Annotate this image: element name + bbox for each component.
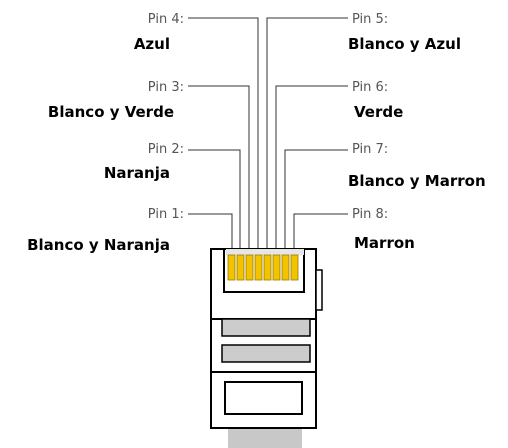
contact-pin-7 [281,254,290,281]
lead-line-pin-6 [275,85,348,255]
plug-latch [315,269,323,311]
pin-4-color: Azul [134,35,170,53]
lead-line-pin-3 [188,85,250,255]
pin-3-label: Pin 3: [148,80,184,95]
pin-2-color: Naranja [104,164,170,182]
pin-8-color: Marron [354,234,415,252]
plug-window-bottom [221,344,311,363]
pin-3-color: Blanco y Verde [48,103,174,121]
pin-6-color: Verde [354,103,403,121]
contact-pin-4 [254,254,263,281]
contact-rail [226,249,304,255]
pin-1-color: Blanco y Naranja [27,236,170,254]
contact-pin-3 [245,254,254,281]
contact-pin-5 [263,254,272,281]
pin-7-label: Pin 7: [352,142,388,157]
contact-pin-8 [290,254,299,281]
gold-contacts [227,254,299,281]
pin-1-label: Pin 1: [148,207,184,222]
pin-4-label: Pin 4: [148,12,184,27]
lead-line-pin-1 [188,213,233,255]
pin-5-color: Blanco y Azul [348,35,461,53]
plug-boot-window [224,381,303,415]
contact-pin-2 [236,254,245,281]
lead-line-pin-7 [284,149,348,255]
lead-line-pin-2 [188,149,241,255]
contact-pin-1 [227,254,236,281]
pin-8-label: Pin 8: [352,207,388,222]
pin-5-label: Pin 5: [352,12,388,27]
lead-line-pin-4 [188,17,259,255]
lead-line-pin-5 [266,17,348,255]
pin-2-label: Pin 2: [148,142,184,157]
contact-pin-6 [272,254,281,281]
plug-window-top [221,318,311,337]
pin-6-label: Pin 6: [352,80,388,95]
cable [228,428,302,448]
lead-line-pin-8 [293,213,348,255]
lead-lines [188,17,348,255]
pin-7-color: Blanco y Marron [348,172,486,190]
